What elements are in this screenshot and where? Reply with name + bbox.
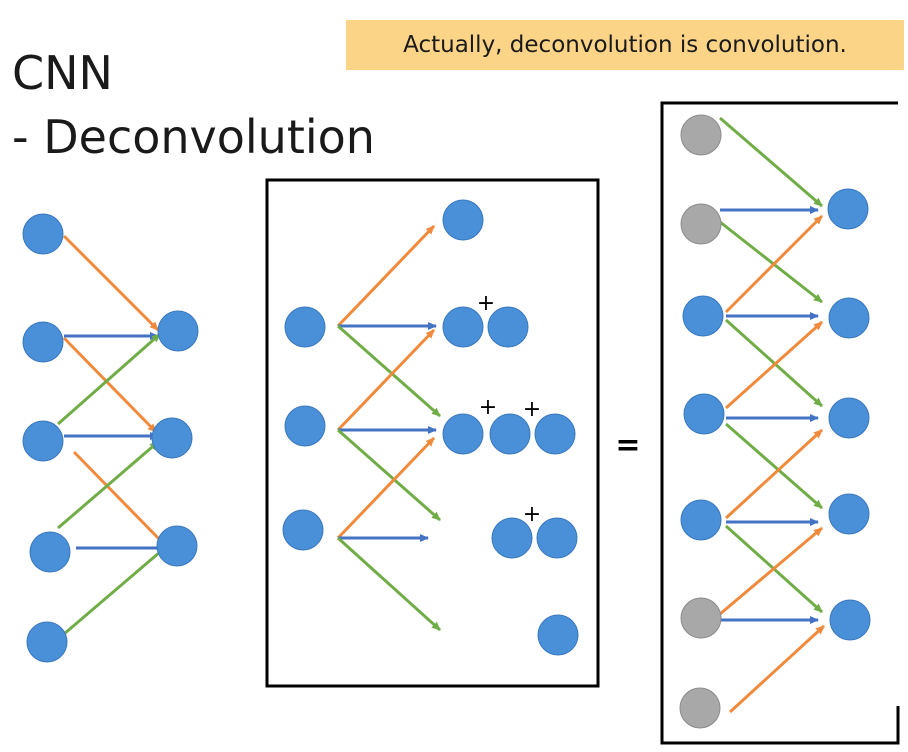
- right-panel-edges: [719, 116, 826, 714]
- edge-orange: [719, 526, 823, 616]
- edge-orange: [724, 214, 824, 314]
- edge-green: [336, 536, 442, 632]
- output-node: [151, 417, 193, 459]
- left-panel-edges: [57, 234, 164, 636]
- edge-orange: [336, 224, 436, 328]
- output-node: [537, 614, 579, 656]
- middle-panel-edges: [336, 224, 442, 632]
- edge-orange: [62, 234, 160, 332]
- plus-signs: + + + +: [477, 291, 541, 527]
- output-node: [489, 413, 531, 455]
- input-node: [682, 295, 724, 337]
- input-node: [284, 306, 326, 348]
- edge-green: [337, 324, 441, 418]
- output-node: [828, 297, 870, 339]
- edge-green: [725, 422, 823, 510]
- input-node: [284, 405, 326, 447]
- output-node: [442, 306, 484, 348]
- edge-green: [337, 428, 441, 522]
- title-line-2: - Deconvolution: [12, 110, 375, 164]
- edge-green: [63, 550, 161, 636]
- plus-sign: +: [523, 397, 541, 422]
- output-node: [536, 517, 578, 559]
- edge-green: [719, 116, 823, 208]
- edge-orange: [72, 450, 164, 544]
- plus-sign: +: [523, 502, 541, 527]
- padding-node: [680, 114, 722, 156]
- input-node: [683, 393, 725, 435]
- equals-sign: =: [615, 428, 640, 463]
- input-node: [22, 420, 64, 462]
- note-callout: Actually, deconvolution is convolution.: [346, 20, 904, 70]
- middle-frame: [265, 178, 600, 688]
- left-panel-nodes: [22, 213, 199, 663]
- middle-panel-nodes: [282, 199, 579, 656]
- output-node: [827, 188, 869, 230]
- plus-sign: +: [479, 395, 497, 420]
- input-node: [22, 321, 64, 363]
- output-node: [442, 413, 484, 455]
- edge-orange: [724, 320, 824, 410]
- padding-node: [679, 687, 721, 729]
- output-node: [829, 599, 871, 641]
- padding-node: [680, 597, 722, 639]
- output-node: [156, 525, 198, 567]
- output-node: [534, 413, 576, 455]
- output-node: [442, 199, 484, 241]
- input-node: [29, 531, 71, 573]
- edge-orange: [728, 624, 826, 714]
- input-node: [282, 509, 324, 551]
- edge-orange: [62, 336, 158, 434]
- edge-orange: [336, 328, 436, 432]
- output-node: [491, 517, 533, 559]
- edge-orange: [724, 428, 824, 520]
- output-node: [487, 306, 529, 348]
- output-node: [157, 310, 199, 352]
- right-frame: [660, 101, 900, 745]
- edge-orange: [336, 436, 436, 540]
- edge-green: [719, 220, 823, 304]
- right-panel-nodes: [679, 114, 871, 729]
- input-node: [22, 213, 64, 255]
- padding-node: [680, 203, 722, 245]
- plus-sign: +: [477, 291, 495, 316]
- edge-green: [57, 440, 159, 530]
- output-node: [828, 493, 870, 535]
- input-node: [680, 499, 722, 541]
- output-node: [828, 397, 870, 439]
- edge-green: [57, 332, 161, 426]
- input-node: [26, 621, 68, 663]
- title-line-1: CNN: [12, 46, 113, 100]
